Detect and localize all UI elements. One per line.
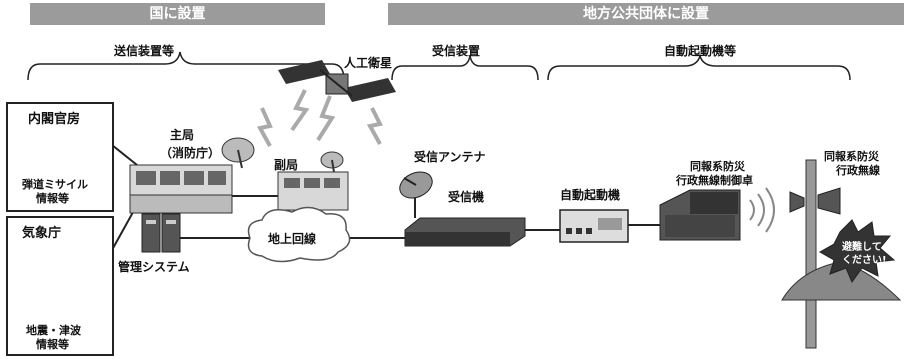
cabinet-box (6, 102, 114, 212)
jma-box (6, 216, 114, 356)
jma-caption-1: 地震・津波 (26, 324, 81, 337)
main-station-label-1: 主局 (170, 128, 195, 142)
main-station-label-2: （消防庁） (160, 146, 221, 160)
evacuate-line-2: ください! (842, 255, 887, 266)
speaker-pole-icon (789, 159, 841, 349)
cabinet-caption-2: 情報等 (36, 192, 69, 205)
band-national: 国に設置 (30, 3, 325, 25)
cloud-icon (247, 206, 351, 263)
brace-transmit (27, 51, 345, 81)
sub-station-icon (277, 171, 349, 211)
sound-wave-icon (749, 187, 775, 233)
section-label-auto-start: 自動起動機等 (664, 44, 737, 58)
control-console-label-2: 行政無線制御卓 (676, 174, 753, 187)
control-console-icon (659, 189, 741, 241)
cabinet-title: 内閣官房 (28, 112, 81, 127)
main-dish-icon (221, 137, 255, 169)
sub-dish-icon (320, 151, 344, 173)
jma-title: 気象庁 (22, 226, 62, 241)
auto-start-device-icon (559, 209, 629, 243)
satellite-icon (278, 60, 396, 102)
control-console-label-1: 同報系防災 (690, 160, 745, 173)
section-label-transmit: 送信装置等 (114, 44, 175, 58)
signal-bolt-3 (256, 107, 273, 147)
alert-burst (818, 219, 896, 284)
section-label-receive: 受信装置 (432, 44, 481, 58)
receiver-antenna-icon (399, 171, 433, 199)
receiver-label: 受信機 (448, 190, 485, 204)
auto-start-device-label: 自動起動機 (560, 188, 621, 202)
main-station-icon (129, 164, 233, 214)
management-label: 管理システム (118, 260, 190, 274)
signal-bolt-4 (366, 107, 383, 145)
cabinet-caption-1: 弾道ミサイル (22, 178, 88, 191)
server-icon (141, 213, 181, 253)
jma-caption-2: 情報等 (36, 338, 69, 351)
speaker-label-2: 行政無線 (836, 164, 880, 177)
ground-line-label: 地上回線 (268, 232, 317, 246)
signal-bolt-1 (290, 89, 310, 132)
sub-station-label: 副局 (274, 158, 299, 172)
band-local: 地方公共団体に設置 (388, 3, 904, 25)
receiver-antenna-label: 受信アンテナ (414, 150, 486, 164)
brace-auto-start (547, 53, 851, 81)
evacuate-line-1: 避難して (842, 242, 882, 253)
signal-bolt-2 (316, 95, 336, 142)
speaker-label-1: 同報系防災 (824, 150, 879, 163)
brace-receive (391, 55, 539, 81)
receiver-icon (404, 217, 526, 247)
satellite-label: 人工衛星 (344, 56, 393, 70)
